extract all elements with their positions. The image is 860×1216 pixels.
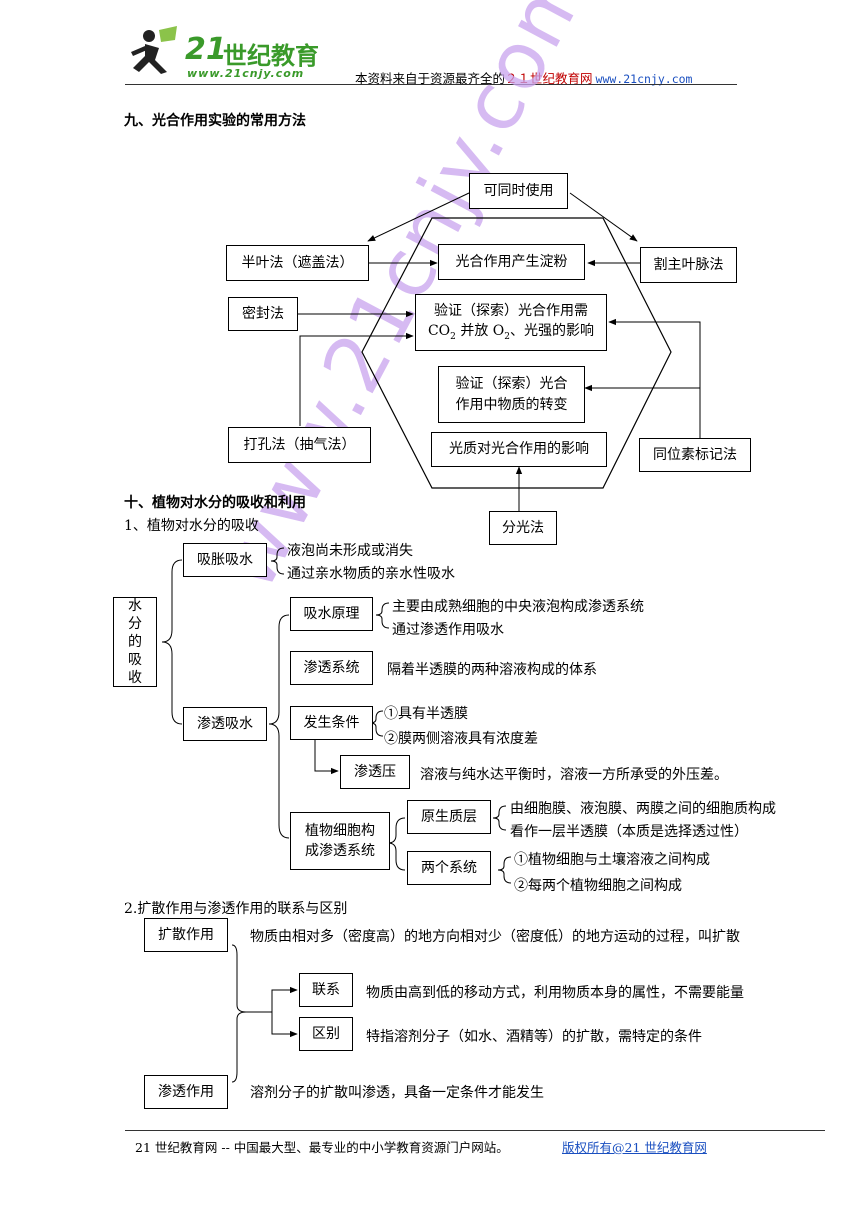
box-osmotic-pressure: 渗透压 (340, 755, 410, 789)
section9-title: 九、光合作用实验的常用方法 (124, 113, 306, 129)
subsection1-title: 1、植物对水分的吸收 (124, 518, 259, 534)
box-verify-material-change: 验证（探索）光合 作用中物质的转变 (438, 366, 585, 423)
logo-url: www.21cnjy.com (187, 67, 305, 80)
box-light-quality: 光质对光合作用的影响 (431, 432, 607, 467)
difference-desc: 特指溶剂分子（如水、酒精等）的扩散，需特定的条件 (366, 1029, 702, 1045)
osmotic-pressure-desc: 溶液与纯水达平衡时，溶液一方所承受的外压差。 (420, 767, 728, 783)
box-connection: 联系 (299, 973, 353, 1007)
box-seal-method: 密封法 (228, 297, 298, 331)
osmotic-system-desc: 隔着半透膜的两种溶液构成的体系 (387, 662, 597, 678)
connection-desc: 物质由高到低的移动方式，利用物质本身的属性，不需要能量 (366, 985, 744, 1001)
condition-point-2: ②膜两侧溶液具有浓度差 (384, 731, 538, 747)
box-diffusion: 扩散作用 (144, 918, 228, 952)
box-imbibition: 吸胀吸水 (183, 543, 267, 577)
imbibition-point-1: 液泡尚未形成或消失 (287, 543, 413, 559)
box-osmosis: 渗透作用 (144, 1075, 228, 1109)
box-difference: 区别 (299, 1017, 353, 1051)
box-simultaneous-use: 可同时使用 (469, 173, 568, 209)
box-two-systems: 两个系统 (407, 851, 491, 885)
box-protoplasm-layer: 原生质层 (407, 800, 491, 834)
two-systems-point-2: ②每两个植物细胞之间构成 (514, 878, 682, 894)
box-osmotic-system: 渗透系统 (290, 651, 373, 685)
footer-rule (125, 1130, 825, 1131)
box-water-absorption: 水分的吸收 (113, 597, 157, 687)
box-absorption-principle: 吸水原理 (290, 597, 373, 631)
footer-copyright-link[interactable]: 版权所有@21 世纪教育网 (562, 1140, 707, 1155)
section10-title: 十、植物对水分的吸收和利用 (124, 495, 306, 511)
imbibition-point-2: 通过亲水物质的亲水性吸水 (287, 566, 455, 582)
protoplasm-point-1: 由细胞膜、液泡膜、两膜之间的细胞质构成 (510, 801, 776, 817)
subsection2-title: 2.扩散作用与渗透作用的联系与区别 (124, 901, 348, 917)
box-plant-cell-system: 植物细胞构 成渗透系统 (290, 812, 390, 870)
logo-text: 世纪教育 (223, 42, 319, 70)
box-isotope-labeling: 同位素标记法 (639, 438, 751, 472)
principle-point-1: 主要由成熟细胞的中央液泡构成渗透系统 (392, 599, 644, 615)
logo-number: 21 (185, 32, 227, 67)
footer-text: 21 世纪教育网 -- 中国最大型、最专业的中小学教育资源门户网站。 (135, 1140, 509, 1155)
principle-point-2: 通过渗透作用吸水 (392, 622, 504, 638)
box-half-leaf-method: 半叶法（遮盖法） (226, 245, 369, 281)
box-punch-method: 打孔法（抽气法） (228, 427, 371, 463)
box-starch-production: 光合作用产生淀粉 (438, 244, 585, 280)
box-verify-co2: 验证（探索）光合作用需 CO2 并放 O2、光强的影响 (415, 294, 607, 351)
two-systems-point-1: ①植物细胞与土壤溶液之间构成 (514, 852, 710, 868)
osmosis-desc: 溶剂分子的扩散叫渗透，具备一定条件才能发生 (250, 1085, 544, 1101)
box-spectral-method: 分光法 (489, 511, 557, 545)
protoplasm-point-2: 看作一层半透膜（本质是选择透过性） (510, 824, 748, 840)
box-osmotic-absorption: 渗透吸水 (183, 707, 267, 741)
header-url[interactable]: www.21cnjy.com (595, 72, 693, 86)
diffusion-desc: 物质由相对多（密度高）的地方向相对少（密度低）的地方运动的过程，叫扩散 (250, 929, 740, 945)
header-site-name: ２１世纪教育网 (505, 71, 593, 86)
header-rule (125, 84, 737, 85)
runner-icon (131, 26, 177, 74)
box-conditions: 发生条件 (290, 706, 373, 740)
box-cut-vein-method: 割主叶脉法 (640, 247, 737, 283)
condition-point-1: ①具有半透膜 (384, 706, 468, 722)
site-logo: 21 世纪教育 www.21cnjy.com (125, 22, 340, 84)
